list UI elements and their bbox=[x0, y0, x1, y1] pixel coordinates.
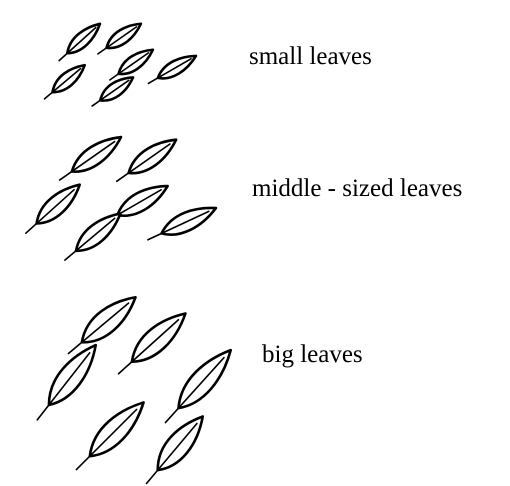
middle-leaf-3 bbox=[20, 178, 86, 240]
middle-leaf-6 bbox=[59, 207, 126, 267]
big-leaf-5 bbox=[68, 394, 151, 477]
big-leaves-label: big leaves bbox=[262, 342, 363, 367]
middle-leaf-5 bbox=[144, 200, 220, 248]
small-leaves-label: small leaves bbox=[249, 44, 372, 69]
small-leaf-5 bbox=[145, 50, 199, 89]
big-leaf-3 bbox=[28, 338, 104, 427]
middle-leaves-label: middle - sized leaves bbox=[252, 176, 462, 201]
big-leaf-1 bbox=[61, 289, 143, 363]
small-leaf-1 bbox=[55, 19, 105, 66]
small-leaves-cluster bbox=[0, 0, 240, 120]
middle-leaf-2 bbox=[112, 132, 182, 188]
big-leaves-cluster bbox=[0, 280, 250, 486]
middle-leaves-group: middle - sized leaves bbox=[0, 120, 510, 280]
middle-leaves-cluster bbox=[0, 120, 240, 280]
big-leaf-6 bbox=[138, 409, 212, 486]
small-leaf-3 bbox=[40, 60, 89, 104]
big-leaves-group: big leaves bbox=[0, 280, 510, 486]
middle-leaf-1 bbox=[54, 130, 126, 188]
small-leaves-group: small leaves bbox=[0, 0, 510, 120]
